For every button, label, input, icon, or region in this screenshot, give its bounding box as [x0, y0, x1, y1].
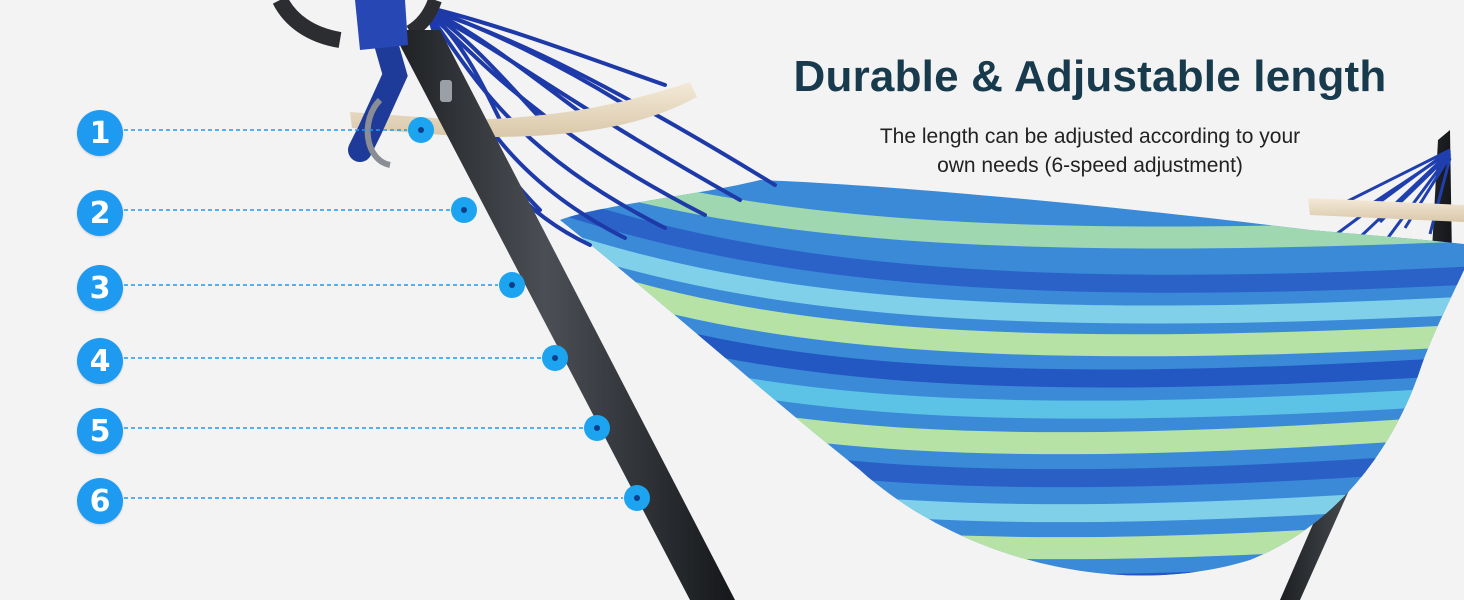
- number-badge-4: 4: [77, 338, 123, 384]
- number-badge-label: 6: [89, 483, 111, 519]
- headline: Durable & Adjustable length: [793, 52, 1387, 101]
- number-badge-6: 6: [77, 478, 123, 524]
- left-spreader-bar: [350, 82, 697, 138]
- number-badge-3: 3: [77, 265, 123, 311]
- callout-lines: [124, 129, 623, 499]
- description-line-2: own needs (6-speed adjustment): [937, 154, 1243, 177]
- number-badge-5: 5: [77, 408, 123, 454]
- number-badge-label: 4: [89, 343, 111, 379]
- number-badge-label: 5: [89, 413, 111, 449]
- number-badge-2: 2: [77, 190, 123, 236]
- adjustment-holes: [408, 117, 650, 511]
- number-badge-label: 1: [89, 115, 111, 151]
- number-badge-label: 2: [89, 195, 111, 231]
- left-stand-pole: [272, 0, 735, 600]
- description-line-1: The length can be adjusted according to …: [879, 125, 1301, 148]
- number-badge-label: 3: [89, 270, 111, 306]
- description: The length can be adjusted according to …: [800, 122, 1380, 180]
- number-badge-1: 1: [77, 110, 123, 156]
